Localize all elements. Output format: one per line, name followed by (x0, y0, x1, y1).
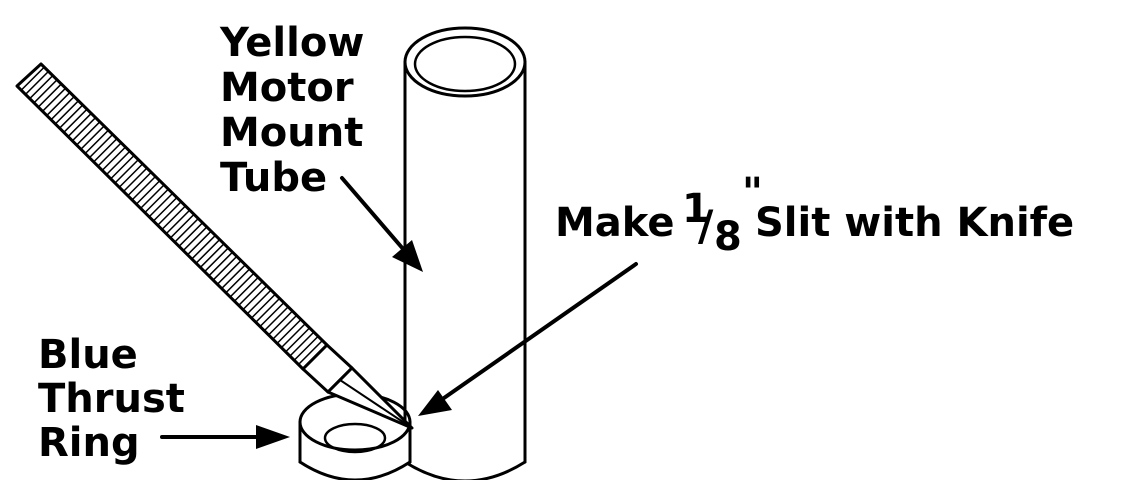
knife-icon (15, 62, 414, 430)
thrust-ring (298, 392, 412, 480)
slit-arrow (418, 262, 638, 416)
slit-fraction-denominator: 8 (714, 214, 742, 260)
ring-label: Blue Thrust Ring (38, 332, 185, 466)
ring-label-line-3: Ring (38, 420, 140, 466)
ring-label-line-2: Thrust (38, 376, 185, 422)
slit-fraction-numerator: 1 (682, 186, 710, 232)
ring-arrow (160, 425, 290, 449)
tube-arrow (340, 176, 423, 272)
ring-label-line-1: Blue (38, 332, 138, 378)
slit-label-suffix: Slit with Knife (755, 200, 1074, 246)
slit-fraction-slash: / (698, 201, 714, 250)
tube-label-line-3: Mount (220, 110, 363, 156)
slit-unit-mark: " (742, 170, 763, 216)
slit-label: Make 1 / 8 " Slit with Knife (555, 170, 1074, 260)
tube-label: Yellow Motor Mount Tube (219, 20, 364, 201)
slit-label-prefix: Make (555, 200, 674, 246)
tube-label-line-1: Yellow (219, 20, 364, 66)
tube-label-line-4: Tube (220, 155, 327, 201)
tube-label-line-2: Motor (220, 65, 354, 111)
